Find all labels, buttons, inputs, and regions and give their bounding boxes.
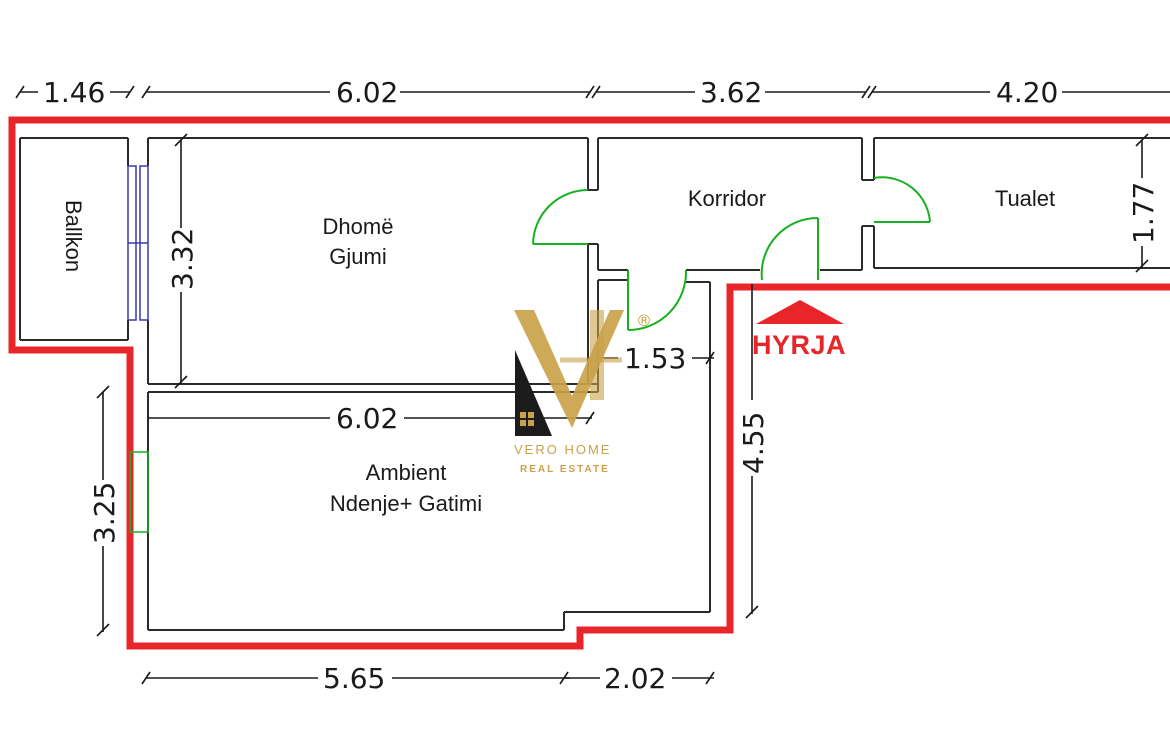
dim-living-width: 6.02 — [336, 402, 398, 435]
dim-balcony-width: 1.46 — [43, 76, 105, 109]
room-toilet-label: Tualet — [995, 186, 1055, 211]
room-balcony-label: Ballkon — [61, 200, 86, 272]
room-living-label-2: Ndenje+ Gatimi — [330, 491, 482, 516]
room-bedroom-label-1: Dhomë — [323, 214, 394, 239]
entry-arrow-icon — [756, 300, 844, 324]
bedroom-door — [532, 189, 589, 245]
room-corridor-label: Korridor — [688, 186, 766, 211]
watermark-subtitle: REAL ESTATE — [520, 464, 610, 475]
exterior-wall — [8, 116, 1170, 650]
vh-logo-icon — [514, 310, 624, 436]
dim-bedroom-width: 6.02 — [336, 76, 398, 109]
dim-corridor-notch: 1.53 — [624, 342, 686, 375]
dim-bottom-left: 5.65 — [323, 662, 385, 695]
watermark-brand: VERO HOME — [514, 442, 611, 457]
entry-label: HYRJA — [752, 330, 846, 360]
dim-corridor-width: 3.62 — [700, 76, 762, 109]
watermark-registered: ® — [636, 311, 652, 330]
dim-bedroom-height: 3.32 — [166, 228, 199, 290]
living-window — [129, 451, 149, 533]
living-door — [627, 269, 688, 331]
dim-entry-depth: 4.55 — [737, 412, 770, 474]
dim-living-height: 3.25 — [88, 482, 121, 544]
balcony-window — [127, 165, 149, 321]
room-bedroom-label-2: Gjumi — [329, 244, 386, 269]
room-living-label-1: Ambient — [366, 460, 447, 485]
toilet-door — [873, 176, 931, 223]
entrance-door — [760, 216, 819, 281]
dim-toilet-height: 1.77 — [1127, 182, 1160, 244]
dim-bottom-right: 2.02 — [604, 662, 666, 695]
dimension-lines — [15, 85, 1170, 685]
dim-toilet-width: 4.20 — [996, 76, 1058, 109]
